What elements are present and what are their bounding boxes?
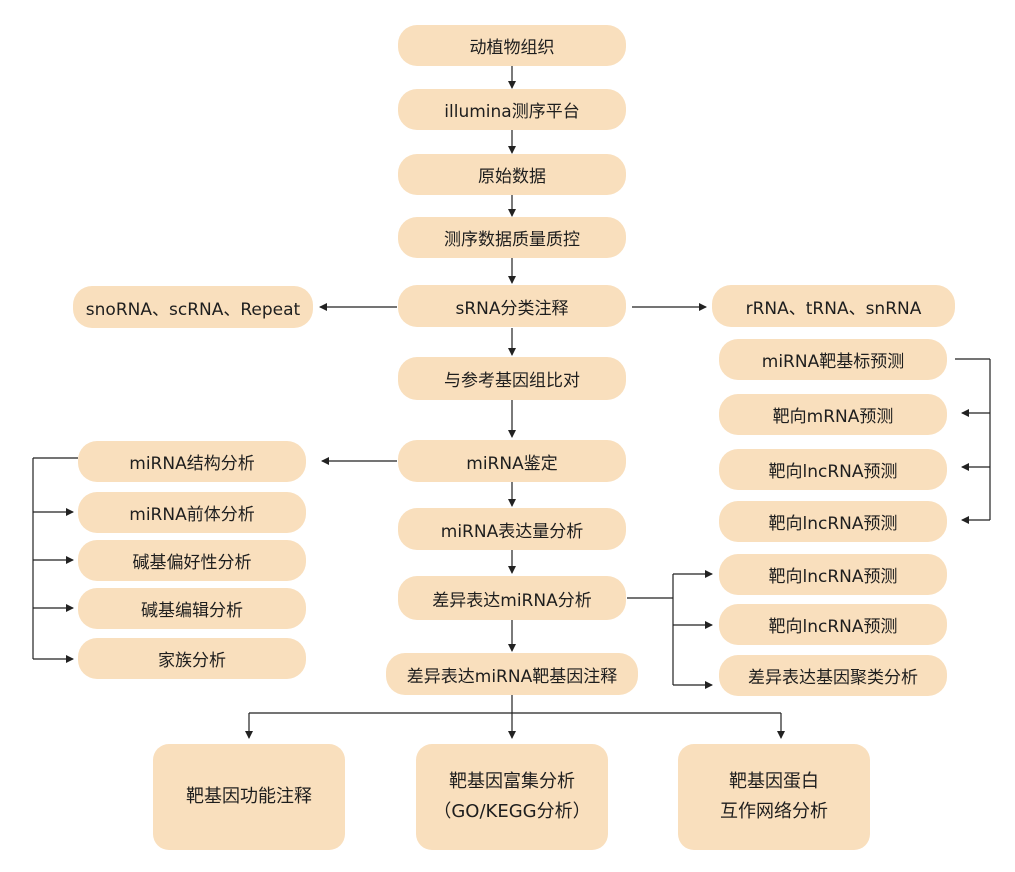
node-sequencing-platform: illumina测序平台 [398, 89, 626, 130]
output-3-line1: 靶基因蛋白 [729, 771, 819, 792]
node-diff-lncrna-1: 靶向lncRNA预测 [719, 554, 947, 595]
node-mirna-structure: miRNA结构分析 [78, 441, 306, 482]
node-genome-alignment: 与参考基因组比对 [398, 357, 626, 400]
output-2-line1: 靶基因富集分析 [449, 771, 575, 792]
node-mirna-precursor: miRNA前体分析 [78, 492, 306, 533]
node-quality-control: 测序数据质量质控 [398, 217, 626, 258]
node-mirna-expression: miRNA表达量分析 [398, 508, 626, 550]
node-srna-annotation: sRNA分类注释 [398, 285, 626, 327]
node-srna-right: rRNA、tRNA、snRNA [712, 285, 955, 327]
node-diff-lncrna-2: 靶向lncRNA预测 [719, 604, 947, 645]
node-target-mrna: 靶向mRNA预测 [719, 394, 947, 435]
output-3-line2: 互作网络分析 [720, 801, 828, 822]
node-tissue: 动植物组织 [398, 25, 626, 66]
node-srna-left: snoRNA、scRNA、Repeat [73, 286, 313, 328]
node-base-editing: 碱基编辑分析 [78, 588, 306, 629]
output-1-line1: 靶基因功能注释 [186, 786, 312, 807]
node-family-analysis: 家族分析 [78, 638, 306, 679]
node-target-prediction: miRNA靶基标预测 [719, 339, 947, 380]
node-diff-mirna-target-annotation: 差异表达miRNA靶基因注释 [386, 653, 638, 695]
node-diff-mirna: 差异表达miRNA分析 [398, 576, 626, 620]
node-base-preference: 碱基偏好性分析 [78, 540, 306, 581]
output-2-line2: （GO/KEGG分析） [433, 801, 591, 822]
node-target-lncrna-1: 靶向lncRNA预测 [719, 449, 947, 490]
node-target-function-annotation: 靶基因功能注释 [153, 744, 345, 850]
node-diff-gene-clustering: 差异表达基因聚类分析 [719, 655, 947, 696]
node-raw-data: 原始数据 [398, 154, 626, 195]
node-target-ppi-network: 靶基因蛋白 互作网络分析 [678, 744, 870, 850]
node-target-lncrna-2: 靶向lncRNA预测 [719, 501, 947, 542]
node-target-enrichment: 靶基因富集分析 （GO/KEGG分析） [416, 744, 608, 850]
node-mirna-identification: miRNA鉴定 [398, 440, 626, 482]
